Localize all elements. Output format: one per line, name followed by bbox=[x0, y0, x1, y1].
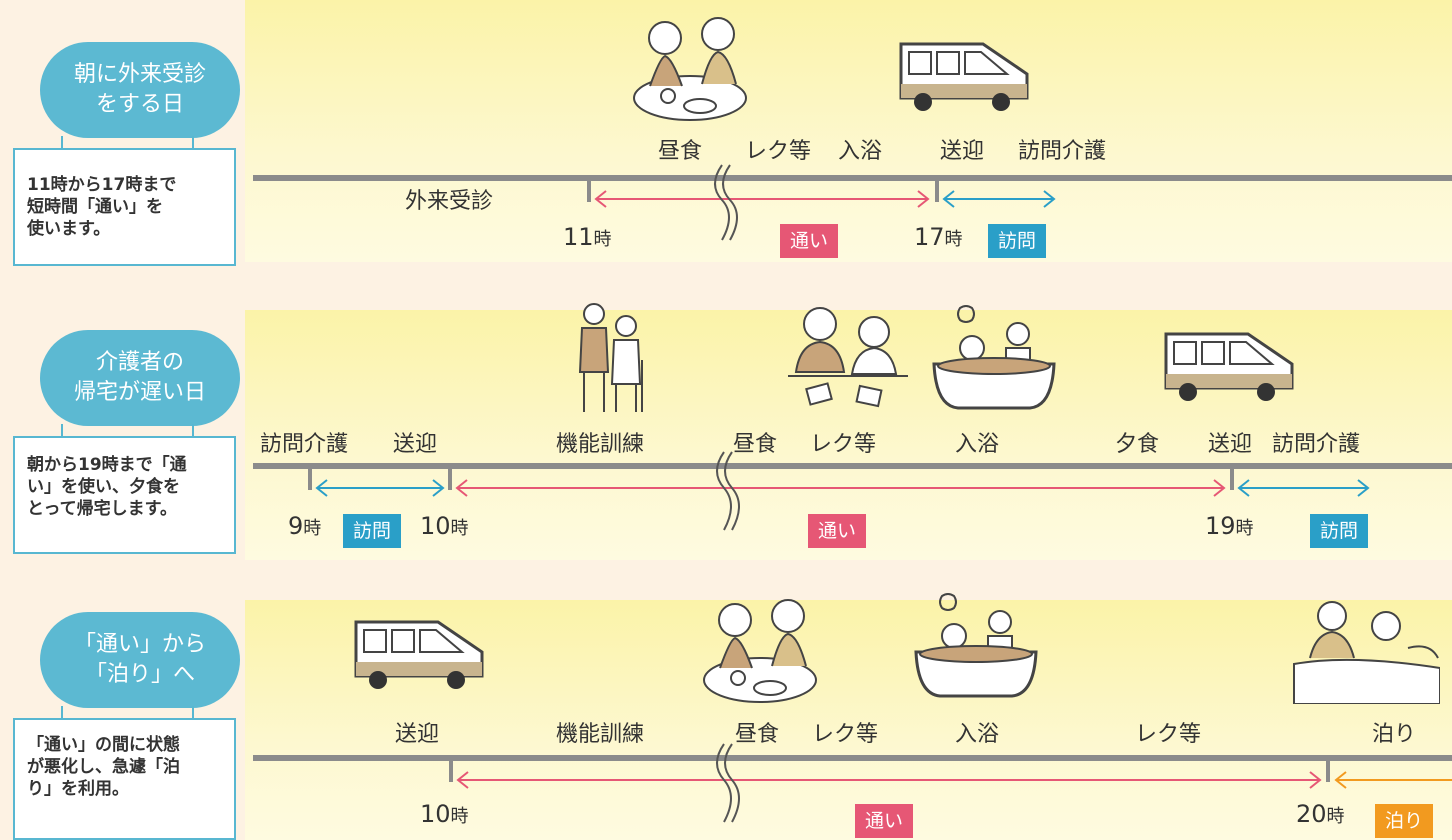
activity-home-care: 訪問介護 bbox=[1018, 139, 1107, 164]
outpatient-label: 外来受診 bbox=[405, 189, 494, 214]
activity-bath: 入浴 bbox=[955, 722, 1000, 747]
bath-icon bbox=[932, 305, 1056, 410]
timeline-arrows bbox=[315, 451, 1370, 531]
hour-label: 19時 bbox=[1205, 512, 1254, 540]
timeline-bar bbox=[253, 463, 1452, 469]
activity-transport: 送迎 bbox=[940, 139, 985, 164]
houmon-badge: 訪問 bbox=[988, 224, 1047, 258]
schedule-row-1: 朝に外来受診 をする日 11時から17時まで短時間「通い」を使います。 昼食 レ… bbox=[0, 0, 1452, 275]
meal-icon bbox=[633, 17, 747, 121]
scenario-pill: 介護者の 帰宅が遅い日 bbox=[40, 330, 240, 426]
hour-label: 9時 bbox=[288, 512, 322, 540]
van-icon bbox=[354, 620, 484, 689]
van-icon bbox=[1164, 332, 1294, 401]
activity-training: 機能訓練 bbox=[556, 432, 645, 457]
activity-recreation: レク等 bbox=[812, 722, 879, 747]
activity-bath: 入浴 bbox=[838, 139, 883, 164]
houmon-badge: 訪問 bbox=[343, 514, 402, 548]
activity-transport: 送迎 bbox=[1208, 432, 1253, 457]
hour-label: 11時 bbox=[563, 223, 612, 251]
activity-home-care: 訪問介護 bbox=[260, 432, 349, 457]
hour-label: 10時 bbox=[420, 512, 469, 540]
timeline-bar bbox=[253, 175, 1452, 181]
activity-overnight: 泊り bbox=[1372, 722, 1417, 747]
schedule-row-3: 「通い」から 「泊り」へ 「通い」の間に状態が悪化し、急遽「泊り」を利用。 bbox=[0, 578, 1452, 840]
activity-home-care: 訪問介護 bbox=[1272, 432, 1361, 457]
activity-training: 機能訓練 bbox=[556, 722, 645, 747]
activity-lunch: 昼食 bbox=[735, 722, 780, 747]
van-icon bbox=[899, 42, 1029, 111]
timeline-arrows bbox=[594, 164, 1056, 241]
meal-icon bbox=[703, 599, 817, 703]
timeline-arrows bbox=[456, 743, 1452, 823]
activity-recreation: レク等 bbox=[1135, 722, 1202, 747]
bed-icon bbox=[1293, 601, 1440, 704]
kayoi-badge: 通い bbox=[855, 804, 914, 838]
scenario-description: 「通い」の間に状態が悪化し、急遽「泊り」を利用。 bbox=[13, 718, 236, 840]
tomari-badge: 泊り bbox=[1375, 804, 1434, 838]
bath-icon bbox=[914, 593, 1038, 698]
houmon-badge: 訪問 bbox=[1310, 514, 1369, 548]
schedule-row-2: 介護者の 帰宅が遅い日 朝から19時まで「通い」を使い、夕食をとって帰宅します。 bbox=[0, 292, 1452, 562]
activity-recreation: レク等 bbox=[745, 139, 812, 164]
hour-label: 20時 bbox=[1296, 800, 1345, 828]
activity-dinner: 夕食 bbox=[1115, 432, 1160, 457]
activity-transport: 送迎 bbox=[393, 432, 438, 457]
scenario-pill: 朝に外来受診 をする日 bbox=[40, 42, 240, 138]
activity-recreation: レク等 bbox=[810, 432, 877, 457]
timeline-band bbox=[245, 0, 1452, 262]
timeline-bar bbox=[253, 755, 1452, 761]
hour-label: 17時 bbox=[914, 223, 963, 251]
scenario-pill: 「通い」から 「泊り」へ bbox=[40, 612, 240, 708]
activity-lunch: 昼食 bbox=[658, 139, 703, 164]
scenario-description: 朝から19時まで「通い」を使い、夕食をとって帰宅します。 bbox=[13, 436, 236, 554]
kayoi-badge: 通い bbox=[780, 224, 839, 258]
activity-bath: 入浴 bbox=[955, 432, 1000, 457]
scenario-description: 11時から17時まで短時間「通い」を使います。 bbox=[13, 148, 236, 266]
recreation-icon bbox=[788, 307, 908, 408]
hour-label: 10時 bbox=[420, 800, 469, 828]
walking-training-icon bbox=[578, 303, 643, 412]
activity-transport: 送迎 bbox=[395, 722, 440, 747]
activity-lunch: 昼食 bbox=[733, 432, 778, 457]
kayoi-badge: 通い bbox=[808, 514, 867, 548]
